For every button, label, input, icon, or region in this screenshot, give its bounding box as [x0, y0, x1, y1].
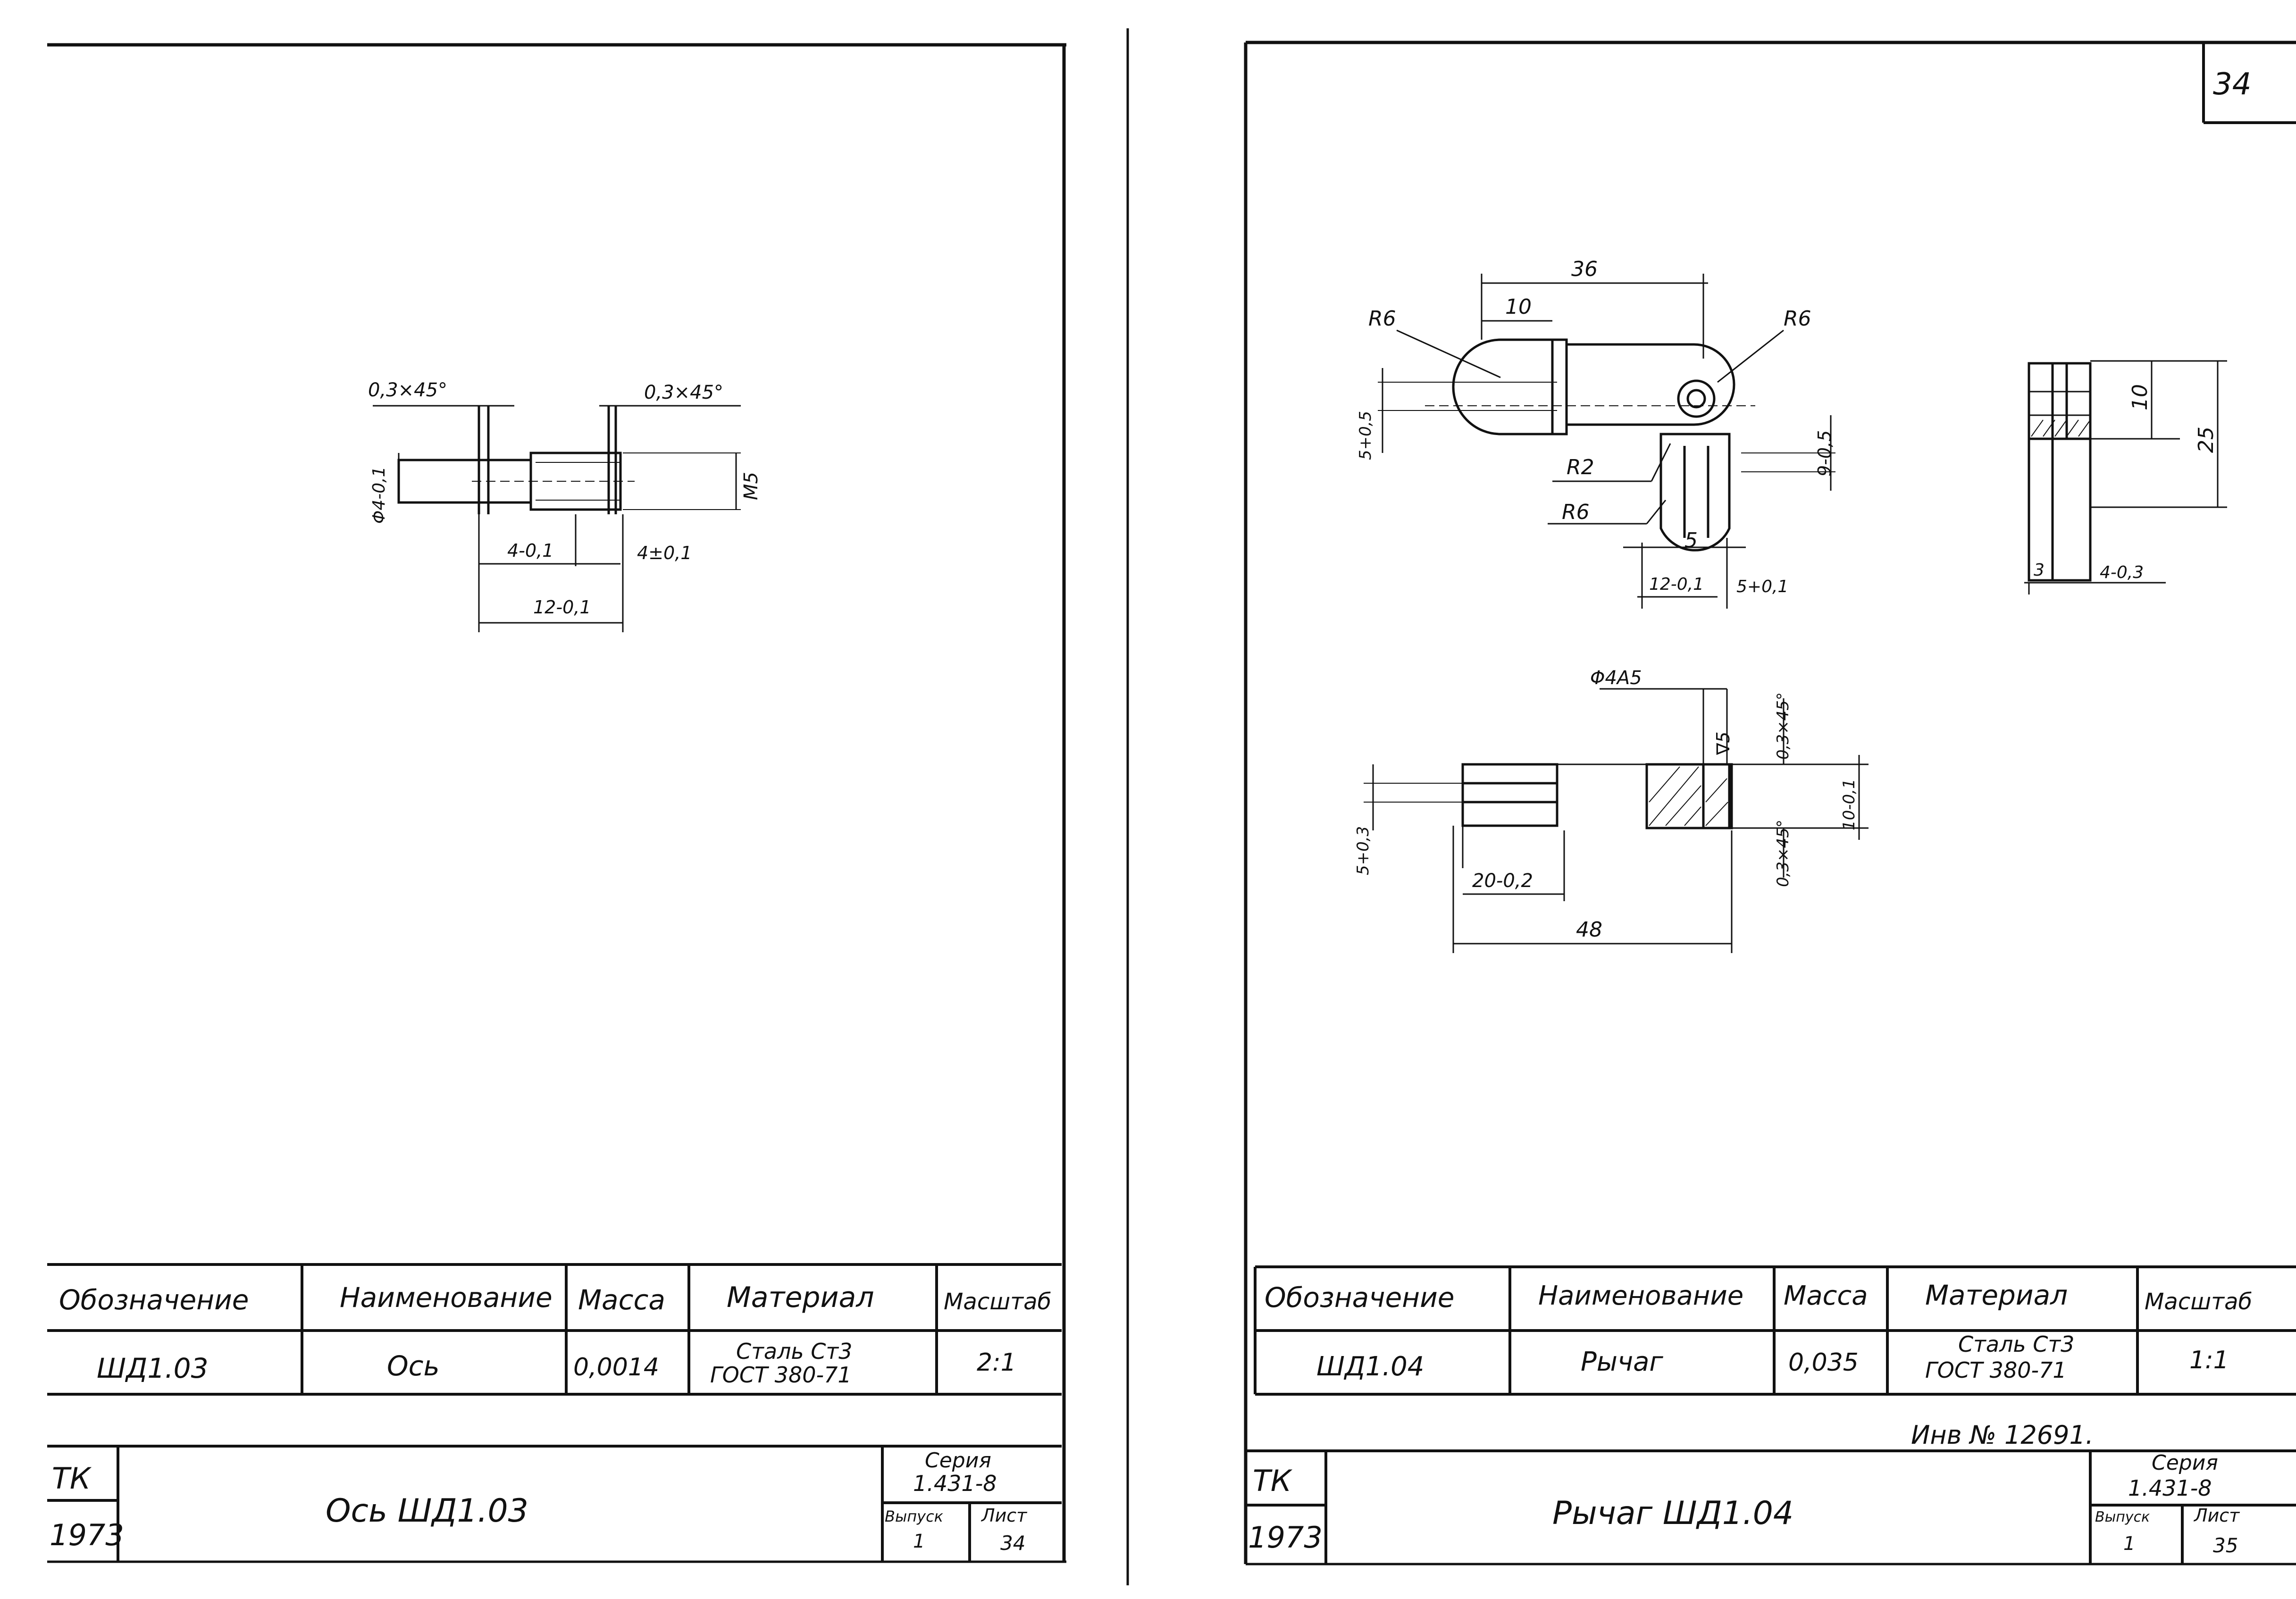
thread-label: M5 — [740, 472, 762, 500]
chamfer-top: 0,3×45° — [1774, 692, 1793, 760]
dim-r2: R2 — [1567, 455, 1594, 479]
left-title-block — [47, 1445, 1062, 1562]
side-dim-4: 4-0,3 — [2100, 563, 2144, 582]
dim-5-right: 5+0,1 — [1736, 577, 1788, 596]
left-material-2: ГОСТ 380-71 — [710, 1362, 852, 1388]
hole-dim: Φ4А5 — [1590, 667, 1642, 689]
right-title-texts: ТК 1973 Рычаг ШД1.04 Серия 1.431-8 Выпус… — [1248, 1451, 2240, 1557]
dim-36: 36 — [1571, 257, 1598, 281]
chamfer-right-label: 0,3×45° — [644, 382, 723, 403]
length-a-label: 4-0,1 — [507, 540, 553, 561]
left-issue-number: 1 — [913, 1531, 925, 1552]
dim-10-plan: 10-0,1 — [1840, 779, 1859, 830]
left-drawing-title: Ось ШД1.03 — [326, 1492, 528, 1530]
dim-5-left: 5+0,5 — [1356, 411, 1375, 460]
length-total-label: 12-0,1 — [533, 597, 591, 618]
left-mass: 0,0014 — [573, 1353, 659, 1381]
dim-48: 48 — [1576, 918, 1602, 942]
length-b-label: 4±0,1 — [637, 543, 692, 563]
dim-5: 5 — [1684, 528, 1698, 553]
page-number: 34 — [2213, 67, 2251, 102]
right-title-block — [1246, 1449, 2296, 1564]
left-spec-table — [47, 1263, 1062, 1396]
left-issue-label: Выпуск — [885, 1507, 944, 1525]
dim-5-plan: 5+0,3 — [1354, 826, 1373, 875]
dim-9: 9-0,5 — [1814, 430, 1835, 477]
diameter-label: Φ4-0,1 — [369, 467, 389, 524]
right-header-name: Наименование — [1538, 1281, 1743, 1311]
right-designation: ШД1.04 — [1316, 1351, 1424, 1382]
left-header-name: Наименование — [340, 1281, 553, 1314]
left-header-mass: Масса — [578, 1284, 665, 1316]
chamfer-left-label: 0,3×45° — [368, 379, 447, 401]
right-material-2: ГОСТ 380-71 — [1925, 1357, 2067, 1383]
right-header-mass: Масса — [1784, 1281, 1868, 1311]
left-sheet-label: Лист — [980, 1505, 1028, 1526]
left-part-name: Ось — [387, 1350, 440, 1382]
right-series-number: 1.431-8 — [2128, 1475, 2212, 1501]
right-spec-texts: Обозначение Наименование Масса Материал … — [1265, 1279, 2252, 1450]
right-material-1: Сталь Ст3 — [1958, 1331, 2074, 1357]
right-header-scale: Масштаб — [2145, 1289, 2252, 1315]
left-material-1: Сталь Ст3 — [736, 1339, 852, 1364]
side-dim-10: 10 — [2128, 384, 2152, 410]
right-issue-label: Выпуск — [2095, 1509, 2150, 1525]
left-designation: ШД1.03 — [97, 1352, 208, 1384]
axle-drawing — [373, 405, 741, 632]
inventory-number: Инв № 12691. — [1911, 1420, 2094, 1450]
left-org: ТК — [52, 1461, 92, 1496]
right-issue-number: 1 — [2123, 1533, 2135, 1555]
dim-20: 20-0,2 — [1472, 870, 1533, 892]
left-header-scale: Масштаб — [944, 1289, 1051, 1315]
left-sheet-number: 34 — [1000, 1532, 1025, 1555]
lever-section-view — [1364, 688, 1869, 953]
left-title-texts: ТК 1973 Ось ШД1.03 Серия 1.431-8 Выпуск … — [50, 1448, 1028, 1555]
chamfer-bottom: 0,3×45° — [1774, 820, 1793, 887]
side-dim-25: 25 — [2194, 427, 2218, 453]
dim-10: 10 — [1505, 295, 1532, 319]
right-dimension-labels: R6 36 10 R6 5+0,5 9-0,5 R2 R6 5 12-0,1 5… — [1354, 257, 2218, 942]
lever-side-view — [2024, 360, 2227, 594]
right-org: ТК — [1253, 1464, 1293, 1498]
right-sheet — [1244, 41, 2296, 1566]
left-sheet — [47, 28, 1129, 1585]
right-scale: 1:1 — [2189, 1346, 2229, 1374]
right-mass: 0,035 — [1788, 1348, 1859, 1377]
left-header-designation: Обозначение — [59, 1284, 249, 1316]
left-header-material: Материал — [727, 1281, 874, 1314]
dim-r6-right: R6 — [1784, 307, 1811, 331]
right-header-material: Материал — [1925, 1279, 2068, 1311]
right-year: 1973 — [1248, 1520, 1323, 1555]
right-header-designation: Обозначение — [1265, 1281, 1454, 1314]
left-dimension-labels: 0,3×45° 0,3×45° Φ4-0,1 M5 4-0,1 4±0,1 12… — [368, 379, 762, 618]
dim-r6-low: R6 — [1562, 500, 1590, 524]
right-sheet-label: Лист — [2193, 1505, 2240, 1526]
right-drawing-title: Рычаг ШД1.04 — [1552, 1495, 1793, 1532]
right-sheet-number: 35 — [2213, 1534, 2238, 1557]
dim-r6-left: R6 — [1368, 307, 1396, 331]
left-spec-texts: Обозначение Наименование Масса Материал … — [59, 1281, 1051, 1388]
lever-top-view — [1378, 274, 1835, 609]
surface-finish: ∇5 — [1713, 731, 1734, 755]
left-series-label: Серия — [925, 1448, 991, 1473]
side-dim-3: 3 — [2034, 561, 2045, 580]
left-scale: 2:1 — [977, 1348, 1016, 1377]
dim-12: 12-0,1 — [1649, 575, 1704, 594]
left-year: 1973 — [50, 1518, 124, 1552]
left-series-number: 1.431-8 — [913, 1471, 997, 1496]
right-spec-table — [1254, 1265, 2296, 1396]
right-series-label: Серия — [2152, 1451, 2218, 1475]
right-part-name: Рычаг — [1581, 1347, 1663, 1377]
